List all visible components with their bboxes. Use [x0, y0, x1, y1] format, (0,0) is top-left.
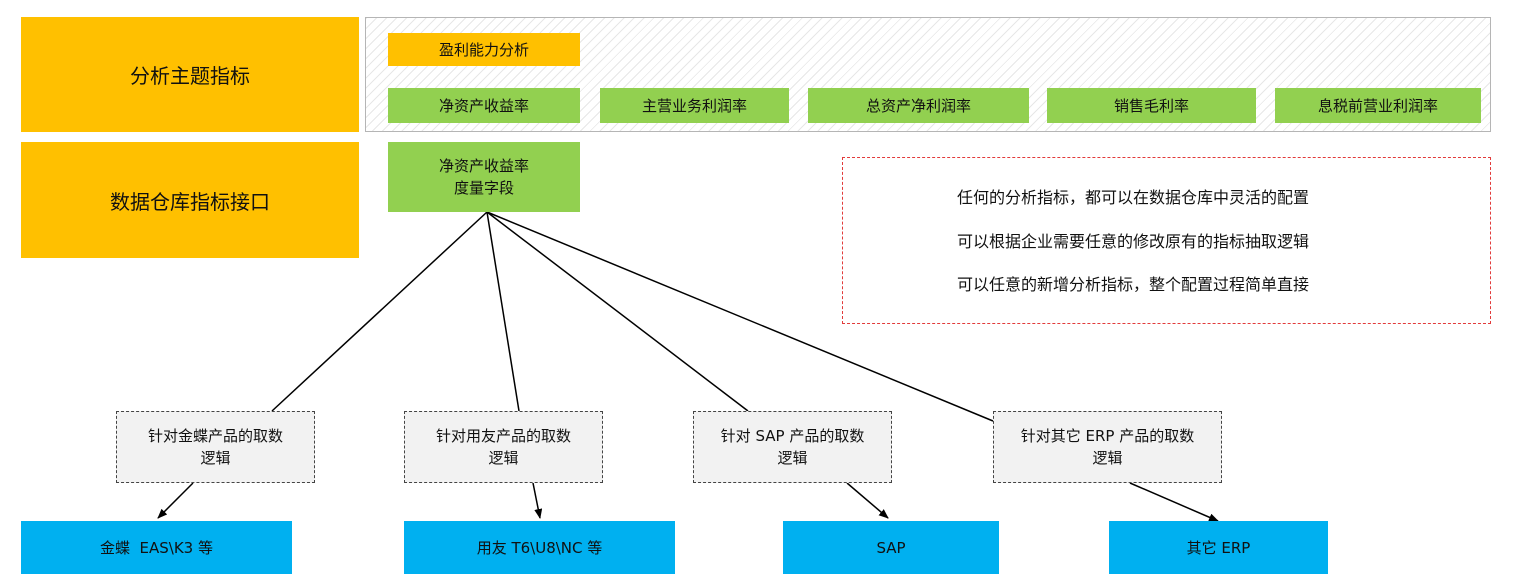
link-other [486, 211, 994, 422]
metric-label: 息税前营业利润率 [1317, 97, 1438, 115]
link-sap [486, 211, 749, 412]
note-line: 可以根据企业需要任意的修改原有的指标抽取逻辑 [957, 232, 1310, 251]
measure-field-line2: 度量字段 [453, 179, 514, 197]
target-label: 其它 ERP [1186, 539, 1251, 557]
metric-label: 主营业务利润率 [641, 97, 747, 115]
dw-interface-block: 数据仓库指标接口 [21, 142, 359, 258]
arrow-yonyou [532, 482, 543, 519]
metric-label: 总资产净利润率 [865, 97, 971, 115]
note-line: 任何的分析指标，都可以在数据仓库中灵活的配置 [957, 188, 1310, 207]
note-line: 可以任意的新增分析指标，整个配置过程简单直接 [957, 275, 1310, 294]
logic-box-yonyou: 针对用友产品的取数 逻辑 [404, 411, 603, 483]
measure-field-line1: 净资产收益率 [438, 157, 529, 175]
category-label: 盈利能力分析 [438, 41, 529, 59]
category-profitability: 盈利能力分析 [388, 33, 580, 66]
measure-field-box: 净资产收益率 度量字段 [388, 142, 580, 212]
target-label: 用友 T6\U8\NC 等 [476, 539, 603, 557]
metric-label: 销售毛利率 [1113, 97, 1189, 115]
dw-interface-label: 数据仓库指标接口 [110, 189, 270, 214]
target-yonyou: 用友 T6\U8\NC 等 [404, 521, 675, 574]
analysis-topic-block: 分析主题指标 [21, 17, 359, 132]
logic-box-sap: 针对 SAP 产品的取数 逻辑 [693, 411, 892, 483]
metric-main-business-margin: 主营业务利润率 [600, 88, 789, 123]
arrow-jindie [157, 482, 194, 519]
logic-box-jindie: 针对金蝶产品的取数 逻辑 [116, 411, 315, 483]
notes-box: 任何的分析指标，都可以在数据仓库中灵活的配置 可以根据企业需要任意的修改原有的指… [842, 157, 1491, 324]
metric-roa: 总资产净利润率 [808, 88, 1029, 123]
target-jindie: 金蝶 EAS\K3 等 [21, 521, 292, 574]
target-other-erp: 其它 ERP [1109, 521, 1328, 574]
arrow-sap [846, 482, 889, 519]
target-label: 金蝶 EAS\K3 等 [100, 539, 213, 557]
logic-box-other-erp: 针对其它 ERP 产品的取数 逻辑 [993, 411, 1222, 483]
target-sap: SAP [783, 521, 999, 574]
analysis-topic-label: 分析主题指标 [130, 64, 250, 88]
arrow-other [1129, 482, 1219, 522]
metric-ebit-margin: 息税前营业利润率 [1275, 88, 1481, 123]
link-jindie [271, 211, 488, 412]
metric-roe: 净资产收益率 [388, 88, 580, 123]
metric-gross-margin: 销售毛利率 [1047, 88, 1256, 123]
target-label: SAP [876, 538, 906, 557]
link-yonyou [486, 211, 520, 412]
metric-label: 净资产收益率 [438, 97, 529, 115]
